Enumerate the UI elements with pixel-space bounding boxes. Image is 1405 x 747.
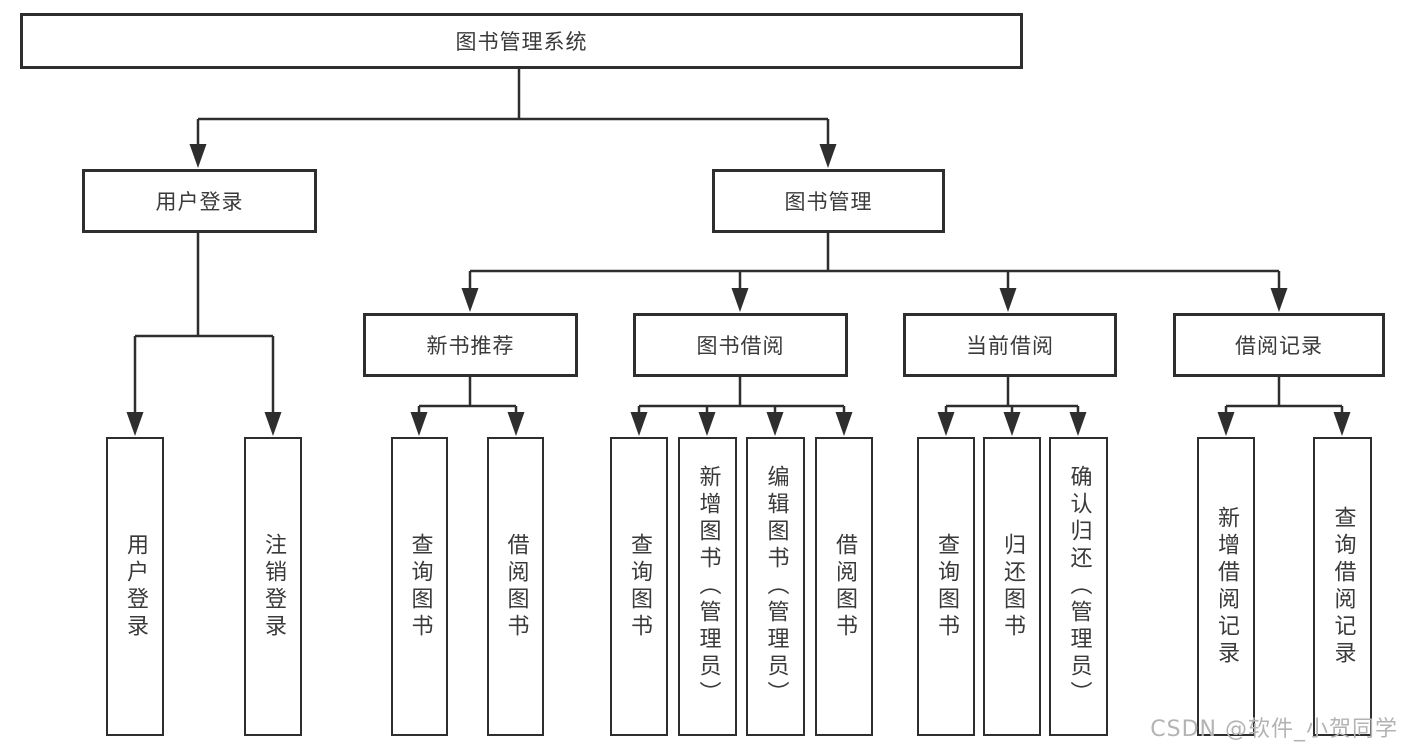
node-borrowing-records: 借阅记录 [1173,313,1385,377]
leaf-query-books-current: 查询图书 [917,437,975,736]
leaf-confirm-return-admin: 确认归还（管理员） [1049,437,1108,736]
leaf-borrow-books-borrowing-label: 借阅图书 [832,532,857,641]
leaf-query-books-borrowing: 查询图书 [610,437,668,736]
node-new-book-recommendation: 新书推荐 [363,313,578,377]
node-current-borrowing: 当前借阅 [903,313,1117,377]
connector-borrowing-records-branch [1217,377,1351,436]
node-book-management: 图书管理 [712,169,945,233]
node-library-management-system: 图书管理系统 [20,13,1023,69]
leaf-query-books-borrowing-label: 查询图书 [627,532,652,641]
node-user-login-group: 用户登录 [82,169,317,233]
leaf-query-books-current-label: 查询图书 [934,532,959,641]
leaf-edit-book-admin-label: 编辑图书（管理员） [763,465,789,708]
connector-new-book-recommendation-branch [410,377,525,436]
watermark-text: CSDN @软件_小贺同学 [1150,717,1398,742]
leaf-query-books-recommend: 查询图书 [391,437,448,736]
leaf-add-book-admin: 新增图书（管理员） [678,437,737,736]
leaf-confirm-return-admin-label: 确认归还（管理员） [1066,465,1092,708]
leaf-add-borrow-record: 新增借阅记录 [1197,437,1255,736]
leaf-edit-book-admin: 编辑图书（管理员） [746,437,805,736]
leaf-query-borrow-record-label: 查询借阅记录 [1330,505,1356,668]
leaf-logout: 注销登录 [244,437,302,736]
node-book-borrowing: 图书借阅 [633,313,848,377]
leaf-borrow-books-recommend: 借阅图书 [487,437,544,736]
leaf-return-books: 归还图书 [983,437,1041,736]
connector-book-management-to-level3 [461,233,1288,312]
leaf-query-books-recommend-label: 查询图书 [407,532,433,641]
leaf-return-books-label: 归还图书 [1000,532,1025,641]
connector-user-login-branch [126,233,282,436]
leaf-query-borrow-record: 查询借阅记录 [1313,437,1372,736]
connector-root-to-level2 [189,69,837,168]
leaf-borrow-books-recommend-label: 借阅图书 [503,532,529,641]
connector-book-borrowing-branch [630,377,853,436]
leaf-add-borrow-record-label: 新增借阅记录 [1214,505,1239,668]
leaf-user-login-label: 用户登录 [123,532,148,641]
leaf-add-book-admin-label: 新增图书（管理员） [695,465,721,708]
leaf-user-login: 用户登录 [106,437,164,736]
connector-current-borrowing-branch [937,377,1087,436]
leaf-logout-label: 注销登录 [261,532,286,641]
leaf-borrow-books-borrowing: 借阅图书 [815,437,873,736]
